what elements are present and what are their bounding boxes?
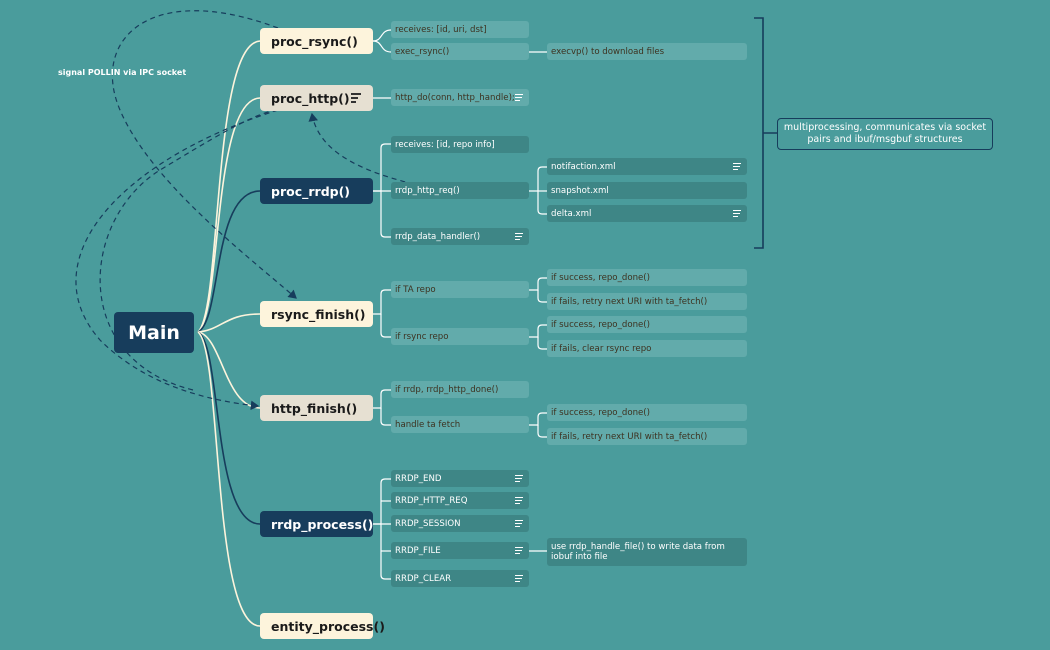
rrdp-done-pill[interactable]: if rrdp, rrdp_http_done() <box>391 381 529 398</box>
execvp-text: execvp() to download files <box>551 46 665 57</box>
notes-icon[interactable] <box>515 496 523 504</box>
proc-http-label: proc_http() <box>271 90 350 106</box>
notes-icon[interactable] <box>515 232 523 240</box>
rrdp-receives-text: receives: [id, repo info] <box>395 139 495 150</box>
rsync-repo-pill[interactable]: if rsync repo <box>391 328 529 345</box>
proc-rsync-node[interactable]: proc_rsync() <box>260 28 373 54</box>
rrdp-end-text: RRDP_END <box>395 473 442 484</box>
rrdp-process-node[interactable]: rrdp_process() <box>260 511 373 537</box>
ipc-signal-annotation: signal POLLIN via IPC socket <box>58 68 187 77</box>
entity-process-label: entity_process() <box>271 618 385 634</box>
summary-text: multiprocessing, communicates via socket… <box>783 122 987 145</box>
ta-repo-pill[interactable]: if TA repo <box>391 281 529 298</box>
rsync-receives-pill[interactable]: receives: [id, uri, dst] <box>391 21 529 38</box>
exec-rsync-pill[interactable]: exec_rsync() <box>391 43 529 60</box>
http-fails-text: if fails, retry next URI with ta_fetch() <box>551 431 708 442</box>
rrdp-data-handler-pill[interactable]: rrdp_data_handler() <box>391 228 529 245</box>
notes-icon[interactable] <box>515 474 523 482</box>
rrdp-http-req-text: rrdp_http_req() <box>395 185 460 196</box>
rrdp-session-pill[interactable]: RRDP_SESSION <box>391 515 529 532</box>
handle-ta-text: handle ta fetch <box>395 419 461 430</box>
ta-success-text: if success, repo_done() <box>551 272 651 283</box>
ta-repo-text: if TA repo <box>395 284 436 295</box>
proc-rrdp-label: proc_rrdp() <box>271 183 351 199</box>
rsync-finish-node[interactable]: rsync_finish() <box>260 301 373 327</box>
delta-xml-pill[interactable]: delta.xml <box>547 205 747 222</box>
ta-fails-text: if fails, retry next URI with ta_fetch() <box>551 296 708 307</box>
notes-icon[interactable] <box>733 209 741 217</box>
rrdp-process-label: rrdp_process() <box>271 516 374 532</box>
rsync-repo-text: if rsync repo <box>395 331 449 342</box>
notification-xml-text: notifaction.xml <box>551 161 616 172</box>
http-fails-pill[interactable]: if fails, retry next URI with ta_fetch() <box>547 428 747 445</box>
rrdp-session-text: RRDP_SESSION <box>395 518 461 529</box>
main-label: Main <box>128 321 180 344</box>
rrdp-file-pill[interactable]: RRDP_FILE <box>391 542 529 559</box>
delta-xml-text: delta.xml <box>551 208 592 219</box>
snapshot-xml-pill[interactable]: snapshot.xml <box>547 182 747 199</box>
rrdp-http-req-msg-pill[interactable]: RRDP_HTTP_REQ <box>391 492 529 509</box>
rrdp-http-req-msg-text: RRDP_HTTP_REQ <box>395 495 468 506</box>
rrdp-data-handler-text: rrdp_data_handler() <box>395 231 481 242</box>
rrdp-file-text: RRDP_FILE <box>395 545 441 556</box>
http-success-text: if success, repo_done() <box>551 407 651 418</box>
proc-rsync-label: proc_rsync() <box>271 33 358 49</box>
notes-icon[interactable] <box>515 519 523 527</box>
multiprocessing-summary[interactable]: multiprocessing, communicates via socket… <box>777 118 993 150</box>
handle-ta-pill[interactable]: handle ta fetch <box>391 416 529 433</box>
rsync-fails-pill[interactable]: if fails, clear rsync repo <box>547 340 747 357</box>
execvp-pill[interactable]: execvp() to download files <box>547 43 747 60</box>
rsync-receives-text: receives: [id, uri, dst] <box>395 24 487 35</box>
ta-success-pill[interactable]: if success, repo_done() <box>547 269 747 286</box>
proc-http-node[interactable]: proc_http() <box>260 85 373 111</box>
main-node[interactable]: Main <box>114 312 194 353</box>
rsync-success-pill[interactable]: if success, repo_done() <box>547 316 747 333</box>
rrdp-file-note-pill[interactable]: use rrdp_handle_file() to write data fro… <box>547 538 747 566</box>
notes-icon[interactable] <box>351 93 361 103</box>
rrdp-http-req-pill[interactable]: rrdp_http_req() <box>391 182 529 199</box>
rrdp-done-text: if rrdp, rrdp_http_done() <box>395 384 499 395</box>
rrdp-clear-pill[interactable]: RRDP_CLEAR <box>391 570 529 587</box>
rrdp-file-note-text: use rrdp_handle_file() to write data fro… <box>551 542 725 562</box>
notification-xml-pill[interactable]: notifaction.xml <box>547 158 747 175</box>
rsync-success-text: if success, repo_done() <box>551 319 651 330</box>
http-finish-label: http_finish() <box>271 400 358 416</box>
http-do-text: http_do(conn, http_handle); <box>395 92 515 103</box>
notes-icon[interactable] <box>515 546 523 554</box>
proc-rrdp-node[interactable]: proc_rrdp() <box>260 178 373 204</box>
http-do-pill[interactable]: http_do(conn, http_handle); <box>391 89 529 106</box>
http-success-pill[interactable]: if success, repo_done() <box>547 404 747 421</box>
snapshot-xml-text: snapshot.xml <box>551 185 609 196</box>
entity-process-node[interactable]: entity_process() <box>260 613 385 639</box>
rrdp-end-pill[interactable]: RRDP_END <box>391 470 529 487</box>
notes-icon[interactable] <box>515 574 523 582</box>
http-finish-node[interactable]: http_finish() <box>260 395 373 421</box>
notes-icon[interactable] <box>733 162 741 170</box>
rrdp-clear-text: RRDP_CLEAR <box>395 573 452 584</box>
rrdp-receives-pill[interactable]: receives: [id, repo info] <box>391 136 529 153</box>
ta-fails-pill[interactable]: if fails, retry next URI with ta_fetch() <box>547 293 747 310</box>
notes-icon[interactable] <box>515 93 523 101</box>
exec-rsync-text: exec_rsync() <box>395 46 450 57</box>
rsync-finish-label: rsync_finish() <box>271 306 366 322</box>
rsync-fails-text: if fails, clear rsync repo <box>551 343 652 354</box>
